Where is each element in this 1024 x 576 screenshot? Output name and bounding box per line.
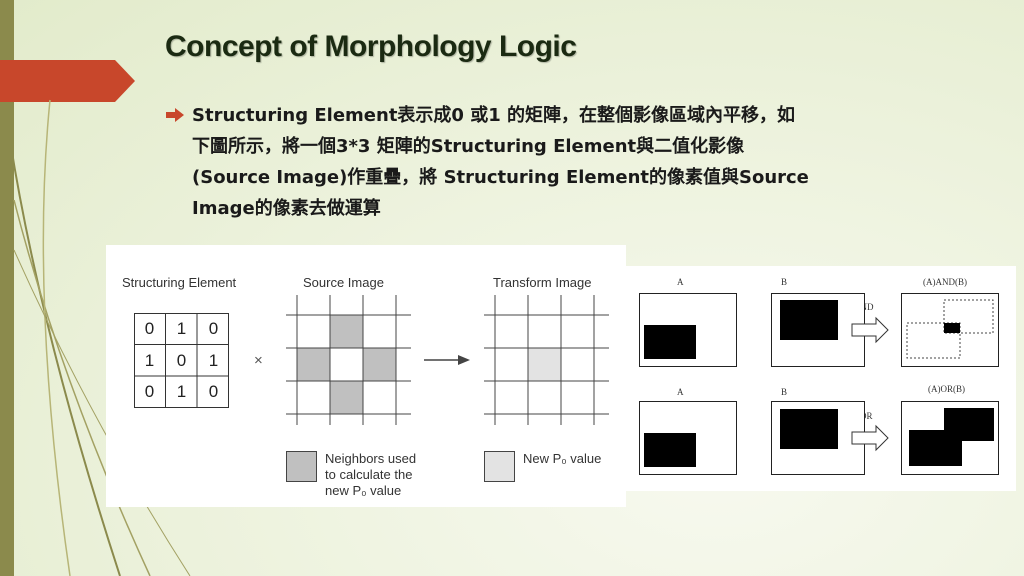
label-b-top: B xyxy=(781,277,788,287)
se-cell: 0 xyxy=(176,351,187,370)
label-and-result: (A)AND(B) xyxy=(923,277,967,287)
decorative-stripes xyxy=(9,99,191,576)
se-cell: 1 xyxy=(176,319,187,338)
label-a-top: A xyxy=(677,277,684,287)
and-or-figure-right: A B (A)AND(B) AND A B (A)OR(B) OR xyxy=(626,266,1016,491)
se-cell: 0 xyxy=(208,382,219,401)
label-or-result: (A)OR(B) xyxy=(928,384,965,394)
transform-image-grid xyxy=(484,295,609,425)
legend-line: Neighbors used xyxy=(325,451,417,466)
se-cell: 1 xyxy=(144,351,155,370)
transform-arrow-icon xyxy=(424,355,470,365)
source-image-grid xyxy=(286,295,411,425)
source-label: Source Image xyxy=(303,275,384,290)
bullet-line-2: 下圖所示，將一個3*3 矩陣的Structuring Element與二值化影像 xyxy=(192,136,745,157)
morphology-figure-left: Structuring Element Source Image Transfo… xyxy=(106,245,626,507)
se-cell: 1 xyxy=(208,351,219,370)
legend-line: to calculate the xyxy=(325,467,413,482)
transform-label: Transform Image xyxy=(493,275,592,290)
label-or-op: OR xyxy=(860,411,873,421)
legend-line: new P₀ value xyxy=(325,483,402,498)
legend-new-text: New P₀ value xyxy=(523,451,602,466)
label-a-bottom: A xyxy=(677,387,684,397)
se-cell: 0 xyxy=(144,319,155,338)
se-label: Structuring Element xyxy=(122,275,237,290)
se-cell: 1 xyxy=(176,382,187,401)
bullet-line-3: (Source Image)作重疊，將 Structuring Element的… xyxy=(192,167,809,188)
bullet-text: Structuring Element表示成0 或1 的矩陣，在整個影像區域內平… xyxy=(192,100,972,224)
and-row-diagram xyxy=(639,293,999,367)
legend-neighbors-swatch xyxy=(286,451,317,482)
legend-neighbors-text: Neighbors used to calculate the new P₀ v… xyxy=(325,451,416,499)
se-matrix-grid xyxy=(134,313,229,408)
times-symbol: × xyxy=(254,352,263,369)
slide-title: Concept of Morphology Logic xyxy=(165,30,577,63)
or-row-diagram xyxy=(639,401,999,475)
bullet-arrow-icon xyxy=(166,108,184,122)
bullet-line-1: Structuring Element表示成0 或1 的矩陣，在整個影像區域內平… xyxy=(192,105,795,126)
se-cell: 0 xyxy=(144,382,155,401)
label-b-bottom: B xyxy=(781,387,788,397)
red-banner-arrow xyxy=(0,60,135,102)
legend-new-swatch xyxy=(484,451,515,482)
se-cell: 0 xyxy=(208,319,219,338)
bullet-line-4: Image的像素去做運算 xyxy=(192,198,381,219)
